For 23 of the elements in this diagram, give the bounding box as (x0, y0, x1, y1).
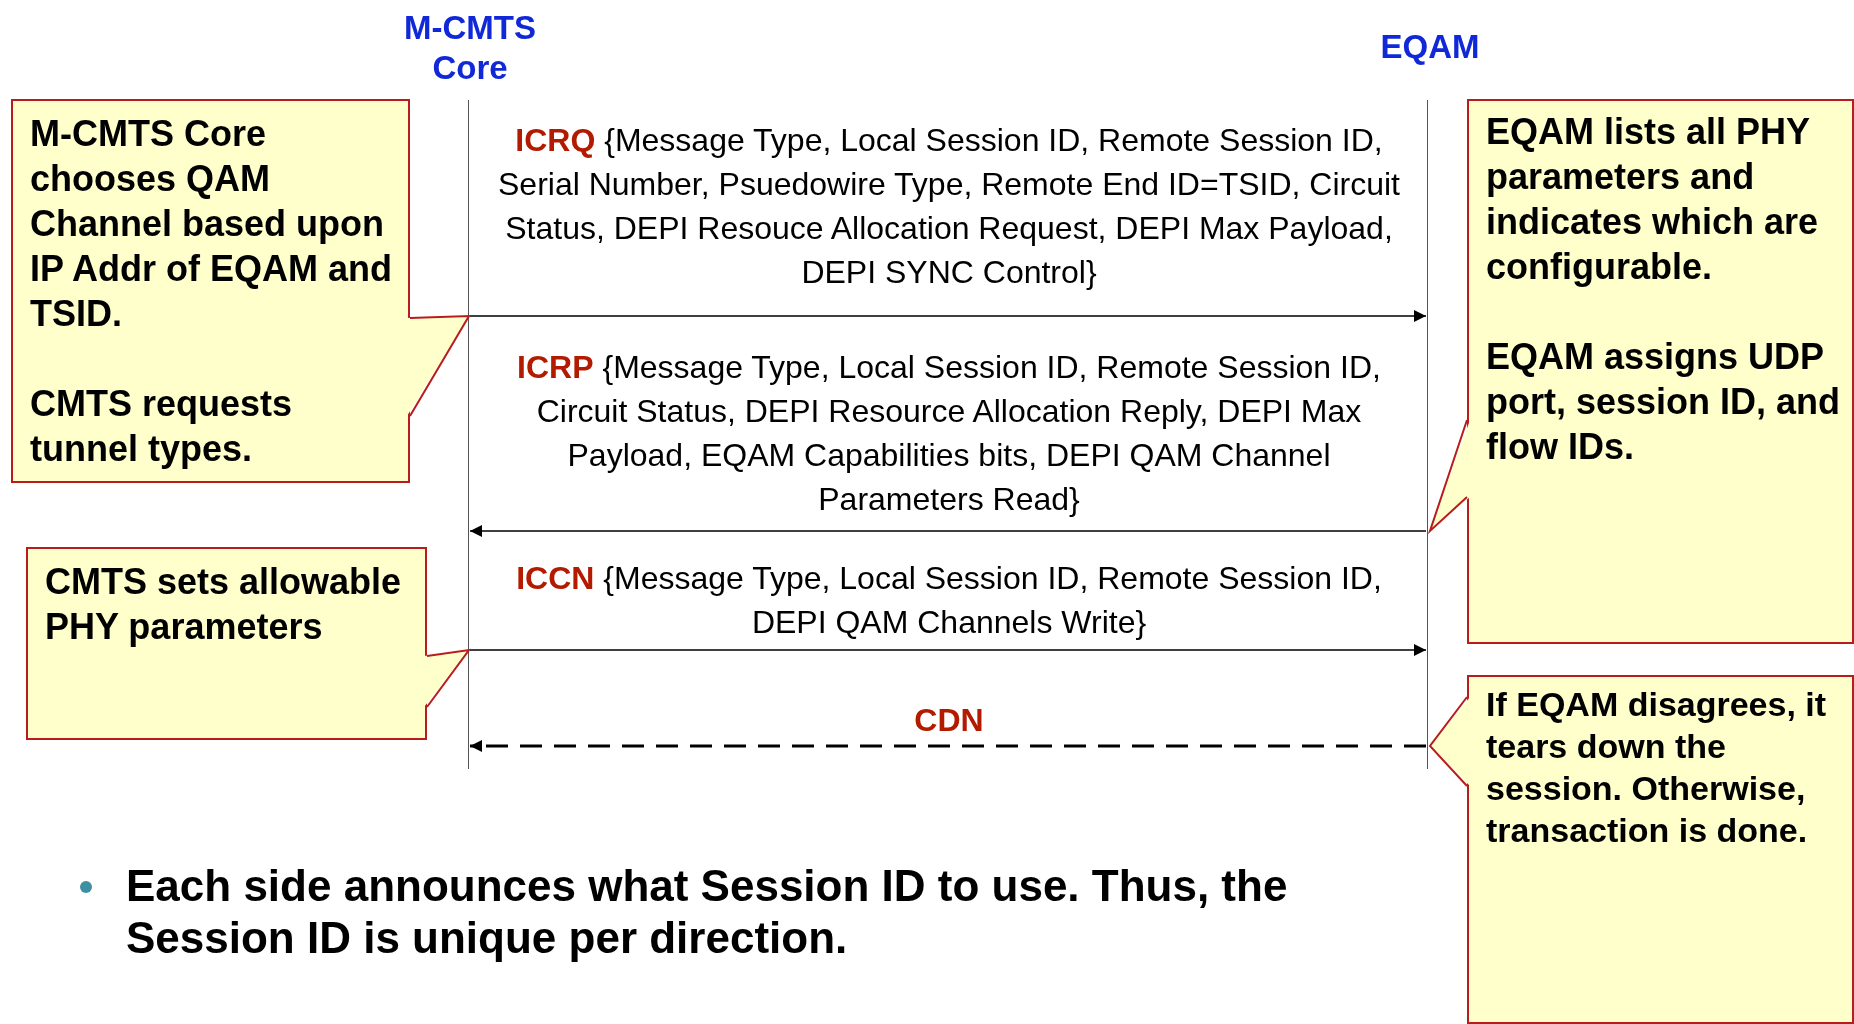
lifeline (468, 100, 471, 769)
arrow (469, 525, 1427, 537)
dashed-arrow (470, 740, 1426, 752)
callout-text: EQAM lists all PHY parameters and indicates which are configurable. (1486, 110, 1820, 289)
callout-text: CMTS requests tunnel types. (30, 382, 294, 471)
callout-text: CMTS sets allowable PHY parameters (45, 560, 403, 649)
lifeline (1427, 100, 1430, 769)
callout-text: EQAM assigns UDP port, session ID, and flow IDs. (1486, 335, 1842, 469)
callout-box (1467, 675, 1854, 1024)
note-text: Each side announces what Session ID to use. Thus, the Session ID is unique per direction. (126, 860, 1289, 964)
callout-text: If EQAM disagrees, it tears down the session. Otherwise, transaction is done. (1486, 684, 1828, 851)
callout-box (11, 99, 410, 483)
lifeline-heading: EQAM (1379, 27, 1481, 67)
message-label: ICCN {Message Type, Local Session ID, Remote Session ID, DEPI QAM Channels Write} (515, 559, 1383, 642)
message-label: CDN (913, 701, 985, 740)
arrow (469, 644, 1427, 656)
callout-box (1467, 99, 1854, 644)
message-label: ICRQ {Message Type, Local Session ID, Remote Session ID, Serial Number, Psuedowire Type, Remote End ID=TSID, Circuit Status, DEPI Resouce Allocation Request, DEPI Max Payload, DEPI SYNC Control} (497, 121, 1401, 292)
callout-box (26, 547, 427, 740)
message-label: ICRP {Message Type, Local Session ID, Remote Session ID, Circuit Status, DEPI Resource Allocation Reply, DEPI Max Payload, EQAM Capabilities bits, DEPI QAM Channel Parameters Read} (516, 348, 1382, 519)
lifeline-heading: M-CMTS Core (403, 8, 537, 88)
arrow (469, 310, 1427, 322)
callout-text: M-CMTS Core chooses QAM Channel based upon IP Addr of EQAM and TSID. (30, 112, 393, 336)
